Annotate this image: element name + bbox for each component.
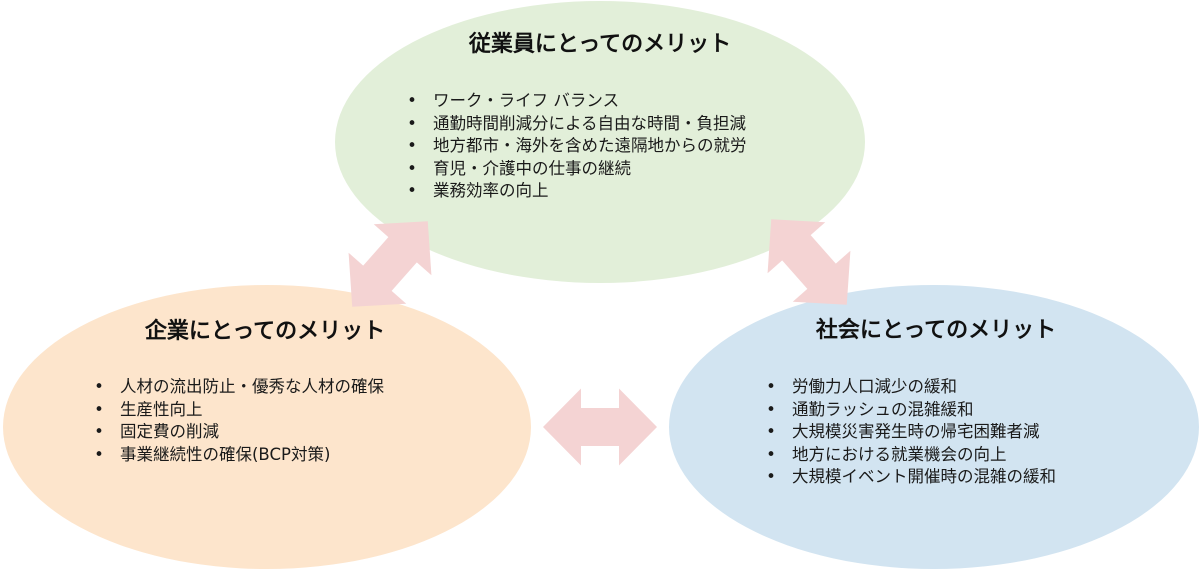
employee-title: 従業員にとってのメリット: [468, 32, 732, 57]
company-title: 企業にとってのメリット: [144, 319, 386, 344]
bullet-icon: •: [407, 158, 417, 178]
list-item-text: 業務効率の向上: [433, 181, 549, 200]
bullet-icon: •: [407, 181, 417, 200]
bullet-icon: •: [407, 113, 417, 133]
list-item: • 固定費の削減: [94, 421, 384, 444]
list-item: • 生産性向上: [94, 399, 384, 422]
list-item-text: 地方における就業機会の向上: [792, 444, 1007, 464]
list-item-text: 通勤ラッシュの混雑緩和: [792, 399, 974, 419]
bullet-icon: •: [94, 444, 104, 464]
bullet-icon: •: [94, 377, 104, 396]
bullet-icon: •: [766, 377, 776, 396]
list-item: • 大規模イベント開催時の混雑の緩和: [766, 466, 1056, 489]
list-item: • 事業継続性の確保(BCP対策): [94, 444, 384, 467]
employee-list: • ワーク・ライフ バランス • 通勤時間削減分による自由な時間・負担減 • 地方都市・海…: [407, 90, 747, 203]
list-item: • 地方における就業機会の向上: [766, 444, 1056, 467]
company-list: • 人材の流出防止・優秀な人材の確保 • 生産性向上 • 固定費の削減 • 事業継続性の確保(…: [94, 376, 384, 466]
list-item: • 育児・介護中の仕事の継続: [407, 158, 747, 181]
list-item: • 地方都市・海外を含めた遠隔地からの就労: [407, 135, 747, 158]
list-item-text: 大規模災害発生時の帰宅困難者減: [792, 422, 1040, 441]
society-list: •労働力人口減少の緩和•通勤ラッシュの混雑緩和•大規模災害発生時の帰宅困難者減•…: [766, 376, 1056, 489]
bullet-icon: •: [407, 91, 417, 110]
list-item: • ワーク・ライフ バランス: [407, 90, 747, 113]
bullet-icon: •: [766, 399, 776, 419]
bullet-icon: •: [766, 467, 776, 486]
list-item-text: 大規模イベント開催時の混雑の緩和: [792, 467, 1056, 486]
bullet-icon: •: [766, 422, 776, 441]
society-title: 社会にとってのメリット: [815, 318, 1057, 343]
list-item-text: ワーク・ライフ バランス: [433, 91, 620, 110]
list-item-text: 生産性向上: [120, 399, 203, 419]
bullet-icon: •: [94, 422, 104, 441]
list-item-text: 事業継続性の確保(BCP対策): [120, 444, 331, 464]
list-item-text: 通勤時間削減分による自由な時間・負担減: [433, 113, 747, 133]
list-item: • 労働力人口減少の緩和: [766, 376, 1056, 399]
list-item: • 大規模災害発生時の帰宅困難者減: [766, 421, 1056, 444]
bullet-icon: •: [766, 444, 776, 464]
bullet-icon: •: [94, 399, 104, 419]
bullet-icon: •: [407, 136, 417, 155]
list-item-text: 労働力人口減少の緩和: [792, 377, 957, 396]
list-item: • 通勤時間削減分による自由な時間・負担減: [407, 113, 747, 136]
employee-ellipse: [335, 1, 865, 283]
arrow-company-society: [543, 388, 657, 466]
list-item-text: 地方都市・海外を含めた遠隔地からの就労: [433, 136, 747, 155]
list-item-text: 育児・介護中の仕事の継続: [433, 158, 631, 178]
list-item: • 人材の流出防止・優秀な人材の確保: [94, 376, 384, 399]
list-item-text: 人材の流出防止・優秀な人材の確保: [120, 377, 384, 396]
list-item: • 通勤ラッシュの混雑緩和: [766, 399, 1056, 422]
list-item: • 業務効率の向上: [407, 180, 747, 203]
society-ellipse: [669, 285, 1199, 569]
company-ellipse: [3, 285, 531, 569]
list-item-text: 固定費の削減: [120, 422, 219, 441]
